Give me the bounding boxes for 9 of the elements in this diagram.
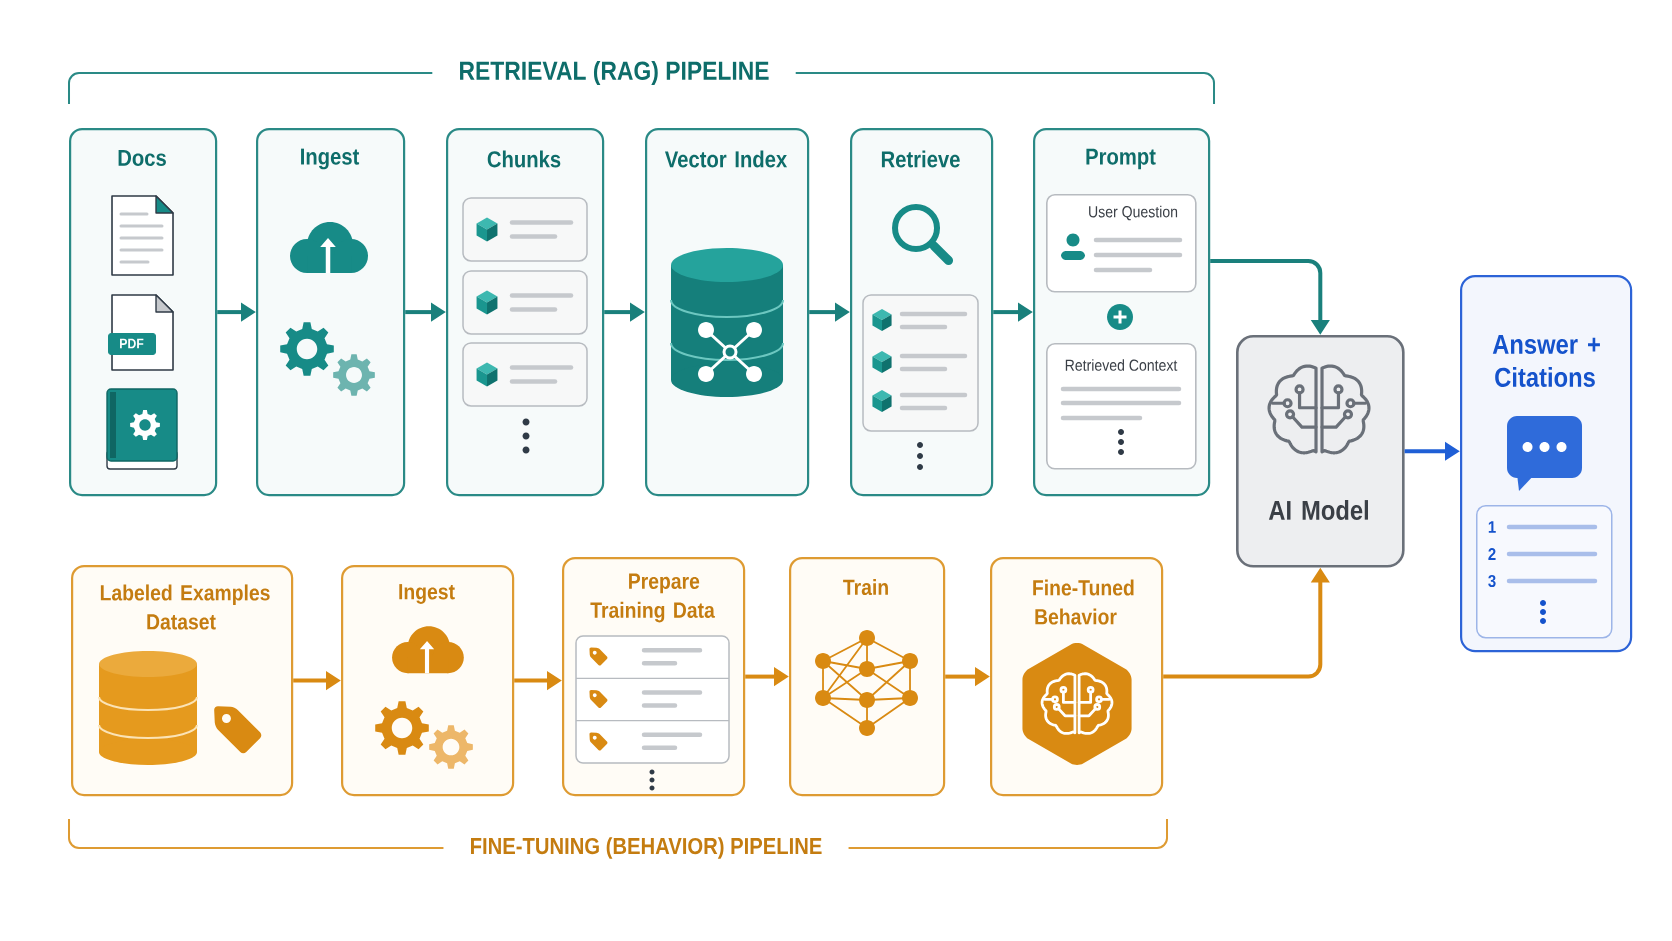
prompt-card: User Question [1046,194,1197,293]
process-box: Train [789,557,946,797]
process-box: Ingest [256,128,406,497]
prompt-card: Retrieved Context [1046,343,1197,470]
section-title: FINE-TUNING (BEHAVIOR) PIPELINE [471,837,822,859]
file-badge: PDF [108,333,156,355]
citation-list: 1 2 3 [1476,505,1613,639]
section-title: RETRIEVAL (RAG) PIPELINE [460,60,769,86]
model-box: AI Model [1236,335,1405,568]
